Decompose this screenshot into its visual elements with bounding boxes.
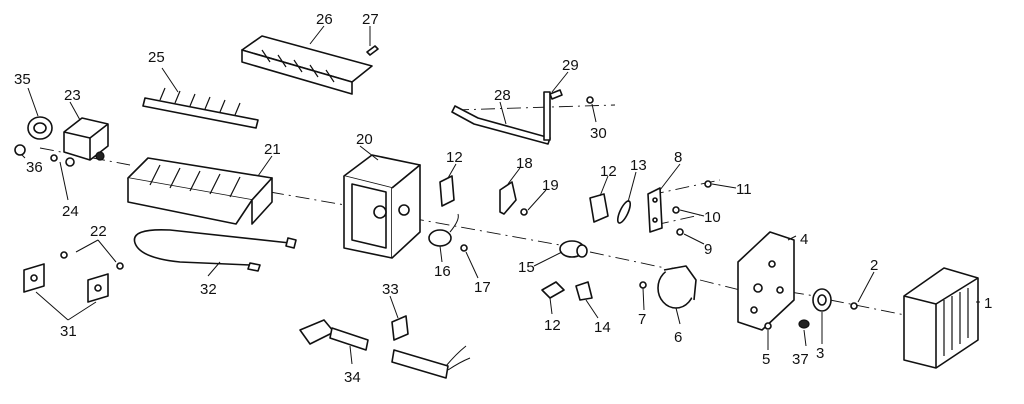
label-21: 21: [264, 141, 281, 158]
label-19: 19: [542, 177, 559, 194]
label-25: 25: [148, 49, 165, 66]
part-26-ejector-comb: [241, 35, 373, 95]
label-28: 28: [494, 87, 511, 104]
label-12-upper: 12: [446, 149, 463, 166]
part-number-labels: 1 2 3 4 5 6 7 8 9 10 11 12 12 12 13 14 1…: [14, 11, 992, 386]
part-16-thermostat: [428, 213, 459, 247]
part-19-screw: [520, 208, 528, 216]
label-22: 22: [90, 223, 107, 240]
label-27: 27: [362, 11, 379, 28]
part-35-grommet: [27, 116, 53, 140]
part-11-screw: [704, 180, 712, 188]
part-24-screw: [50, 154, 58, 162]
part-28-shutoff-arm: [451, 105, 551, 145]
part-4-support-plate: [737, 231, 795, 331]
part-23-water-valve: [63, 117, 109, 167]
part-5-screw: [764, 322, 772, 330]
part-2-screw: [850, 302, 858, 310]
label-34: 34: [344, 369, 361, 386]
label-12-middle: 12: [600, 163, 617, 180]
label-16: 16: [434, 263, 451, 280]
label-3: 3: [816, 345, 824, 362]
label-13: 13: [630, 157, 647, 174]
label-17: 17: [474, 279, 491, 296]
part-14-cam: [575, 281, 593, 301]
label-1: 1: [984, 295, 992, 312]
part-12-switch-lower: [541, 281, 565, 299]
label-30: 30: [590, 125, 607, 142]
part-7-screw: [639, 281, 647, 289]
part-15-coupling: [559, 240, 588, 258]
label-14: 14: [594, 319, 611, 336]
label-6: 6: [674, 329, 682, 346]
label-12-lower: 12: [544, 317, 561, 334]
label-11: 11: [736, 181, 752, 198]
label-26: 26: [316, 11, 333, 28]
label-37: 37: [792, 351, 809, 368]
label-2: 2: [870, 257, 878, 274]
label-24: 24: [62, 203, 79, 220]
part-10-screw: [672, 206, 680, 214]
part-29-arm-bracket: [543, 89, 563, 141]
part-3-gear: [812, 288, 832, 312]
part-37-nut: [798, 319, 810, 329]
part-12-switch-middle: [589, 193, 609, 223]
part-1-cover: [903, 267, 979, 369]
label-29: 29: [562, 57, 579, 74]
part-33-clip: [391, 315, 409, 341]
label-36: 36: [26, 159, 43, 176]
label-18: 18: [516, 155, 533, 172]
label-5: 5: [762, 351, 770, 368]
part-8-switch-bracket: [647, 187, 663, 233]
label-32: 32: [200, 281, 217, 298]
label-15: 15: [518, 259, 535, 276]
part-18-lever: [499, 181, 517, 215]
part-9-screw: [676, 228, 684, 236]
part-17-screw: [460, 244, 468, 252]
part-6-motor: [657, 265, 697, 309]
label-33: 33: [382, 281, 399, 298]
part-27-screw: [366, 45, 379, 56]
part-20-housing: [343, 154, 421, 259]
label-7: 7: [638, 311, 646, 328]
part-30-nut: [586, 96, 594, 104]
part-13-spring: [616, 200, 632, 224]
label-9: 9: [704, 241, 712, 258]
part-22-screws: [60, 251, 124, 270]
label-8: 8: [674, 149, 682, 166]
label-10: 10: [704, 209, 721, 226]
part-31-brackets: [23, 263, 109, 303]
part-34-power-cord: [299, 319, 471, 379]
label-31: 31: [60, 323, 77, 340]
label-23: 23: [64, 87, 81, 104]
label-4: 4: [800, 231, 808, 248]
part-21-mold: [127, 157, 273, 225]
part-25-ejector-shaft: [142, 87, 259, 129]
label-leader-lines: [21, 25, 980, 365]
part-12-switch-upper: [439, 175, 455, 207]
label-20: 20: [356, 131, 373, 148]
part-32-heater: [133, 228, 297, 272]
part-36-nut: [14, 144, 26, 156]
label-35: 35: [14, 71, 31, 88]
